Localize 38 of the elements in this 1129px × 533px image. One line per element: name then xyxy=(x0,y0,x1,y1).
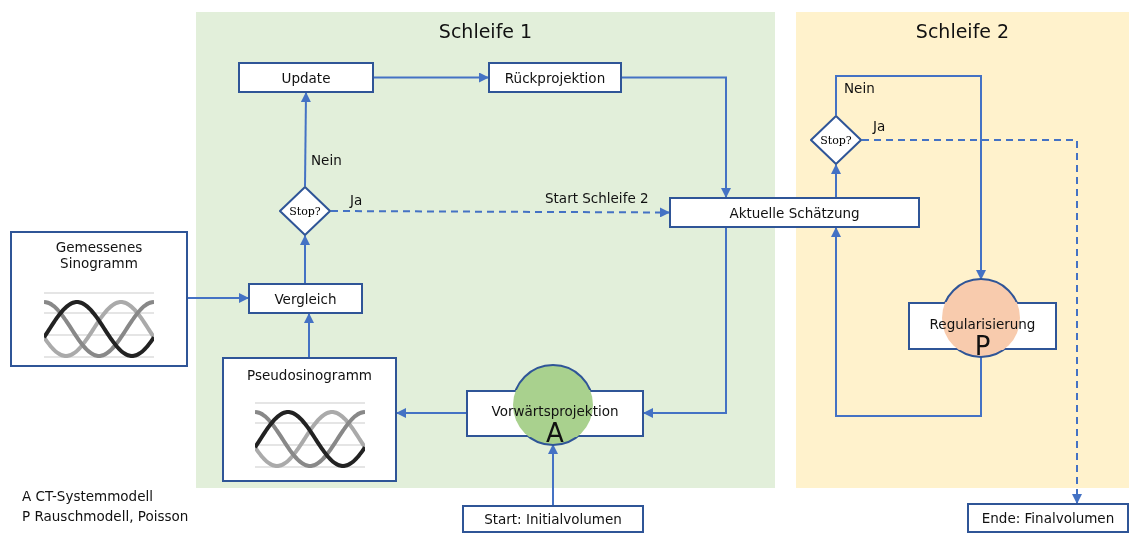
process-box: Rückprojektion xyxy=(488,62,622,93)
process-box: Ende: Finalvolumen xyxy=(967,503,1129,533)
decision-diamond: Stop? xyxy=(810,115,862,165)
box-title: Gemessenes Sinogramm xyxy=(54,239,144,271)
edge-label: Ja xyxy=(350,192,363,208)
process-box: Aktuelle Schätzung xyxy=(669,197,920,228)
arrow xyxy=(835,75,986,280)
process-box: Start: Initialvolumen xyxy=(462,505,644,533)
edge-label: Ja xyxy=(873,118,886,134)
panel-title: Schleife 1 xyxy=(437,20,534,42)
arrow xyxy=(300,92,311,187)
arrow xyxy=(396,408,467,418)
arrow xyxy=(831,227,982,417)
box-title: Pseudosinogramm xyxy=(246,367,373,383)
dashed-arrow xyxy=(330,207,670,218)
box-label: Regularisierung xyxy=(928,316,1037,332)
edge-label: Nein xyxy=(311,152,342,168)
process-box: Update xyxy=(238,62,374,93)
arrow xyxy=(643,227,727,418)
model-symbol: P xyxy=(974,333,991,359)
arrow xyxy=(300,235,310,284)
edge-label: Nein xyxy=(844,80,875,96)
arrow xyxy=(304,313,314,358)
arrow xyxy=(548,444,558,506)
arrow xyxy=(831,164,841,198)
arrow xyxy=(187,293,249,303)
legend-note: A CT-Systemmodell xyxy=(22,488,153,504)
dashed-arrow xyxy=(861,139,1082,504)
process-box: Vergleich xyxy=(248,283,363,314)
arrow xyxy=(621,76,731,198)
legend-note: P Rauschmodell, Poisson xyxy=(22,508,189,524)
arrow xyxy=(373,72,489,83)
sinogram-box xyxy=(10,231,188,367)
decision-diamond: Stop? xyxy=(279,186,331,236)
annotation-text: Start Schleife 2 xyxy=(545,190,649,206)
sinogram-box xyxy=(222,357,397,482)
panel-title: Schleife 2 xyxy=(914,20,1011,42)
model-symbol: A xyxy=(546,420,564,446)
